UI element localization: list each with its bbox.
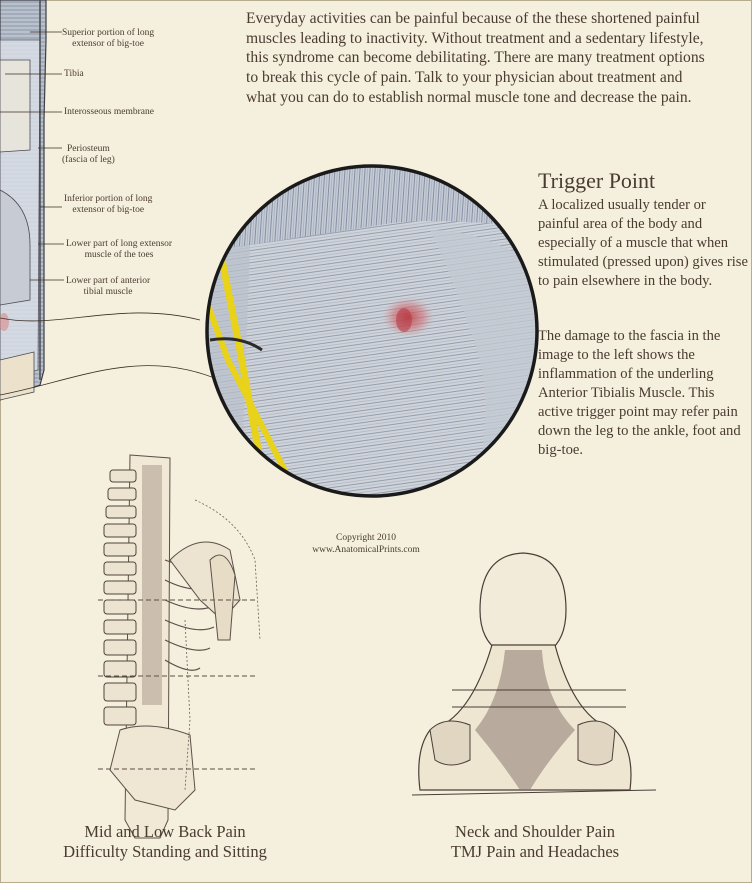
label-tibia: Tibia	[64, 69, 84, 79]
label-interosseous: Interosseous membrane	[64, 107, 154, 117]
trigger-point-damage: The damage to the fascia in the image to…	[538, 328, 741, 458]
trigger-point-title: Trigger Point	[538, 168, 656, 193]
label-line: muscle of the toes	[84, 250, 154, 260]
caption-line: TMJ Pain and Headaches	[450, 842, 620, 861]
neck-shoulder-illustration	[411, 552, 657, 796]
copyright-notice: Copyright 2010 www.AnatomicalPrints.com	[296, 533, 436, 556]
caption-line: Mid and Low Back Pain	[84, 822, 246, 841]
copyright-url: www.AnatomicalPrints.com	[312, 544, 420, 555]
intro-paragraph: Everyday activities can be painful becau…	[246, 10, 705, 106]
copyright-line: Copyright 2010	[336, 533, 396, 543]
label-line: tibial muscle	[83, 287, 133, 297]
label-line: extensor of big-toe	[72, 205, 145, 215]
label-line: Lower part of anterior	[66, 276, 151, 286]
label-line: Lower part of long extensor	[66, 239, 173, 249]
label-line: Superior portion of long	[62, 28, 155, 38]
magnified-trigger-point	[205, 164, 539, 498]
label-periosteum: Periosteum (fascia of leg)	[62, 144, 115, 166]
label-line: Inferior portion of long	[64, 194, 153, 204]
trigger-point-definition: A localized usually tender or painful ar…	[538, 197, 748, 289]
label-line: extensor of big-toe	[72, 39, 144, 49]
caption-line: Difficulty Standing and Sitting	[63, 842, 267, 861]
label-lower-anterior-tibial: Lower part of anterior tibial muscle	[66, 276, 150, 298]
leg-illustration	[0, 0, 47, 401]
neck-pain-caption: Neck and Shoulder Pain TMJ Pain and Head…	[420, 822, 650, 862]
label-inferior-extensor: Inferior portion of long extensor of big…	[64, 194, 152, 216]
label-lower-long-extensor: Lower part of long extensor muscle of th…	[66, 239, 172, 261]
label-line: Periosteum	[67, 144, 110, 154]
label-line: (fascia of leg)	[62, 155, 115, 165]
back-pain-caption: Mid and Low Back Pain Difficulty Standin…	[40, 822, 290, 862]
back-spine-illustration	[98, 454, 261, 839]
leg-leader-lines	[0, 31, 241, 396]
label-superior-extensor: Superior portion of long extensor of big…	[62, 28, 154, 50]
caption-line: Neck and Shoulder Pain	[455, 822, 615, 841]
